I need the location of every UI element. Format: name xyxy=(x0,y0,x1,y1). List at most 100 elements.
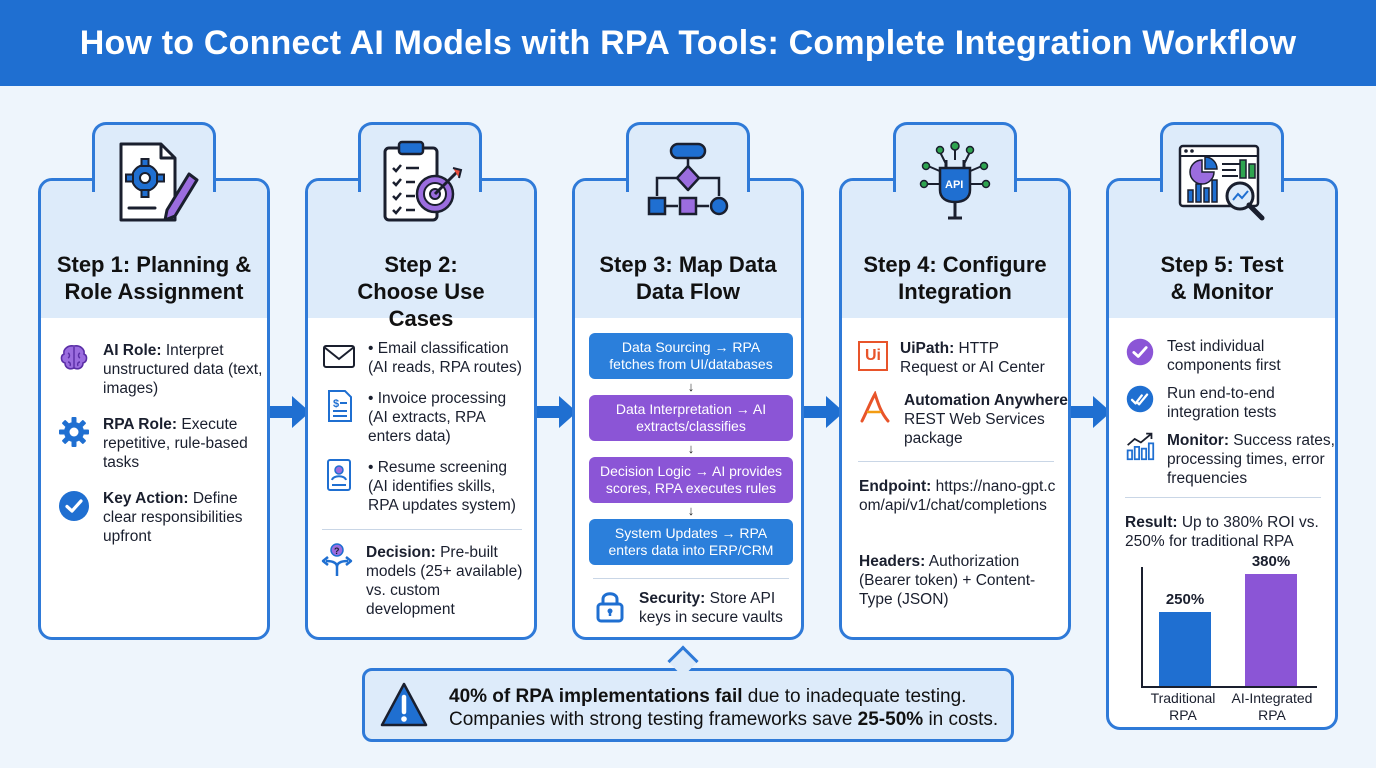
uipath-option: Ui UiPath: HTTP Request or AI Center xyxy=(858,339,1068,377)
flow-system-updates-text: System Updates → RPA enters data into ER… xyxy=(608,525,774,558)
chart-category-label-1: Traditional RPA xyxy=(1150,690,1216,723)
step-3-card: Step 3: Map Data Data Flow Data Sourcing… xyxy=(572,178,804,640)
automation-anywhere-text: REST Web Services package xyxy=(904,411,1045,447)
flow-arrow-3-icon xyxy=(804,396,844,428)
use-case-resume: • Resume screening (AI identifies skills… xyxy=(322,458,532,515)
svg-text:$: $ xyxy=(333,398,339,410)
use-case-email: • Email classification (AI reads, RPA ro… xyxy=(322,339,532,377)
step-2-icon-wrap xyxy=(358,134,482,230)
result-label: Result: xyxy=(1125,514,1178,531)
check-double-icon xyxy=(1126,385,1154,413)
step-2-title: Step 2: Choose Use Cases xyxy=(357,252,485,331)
step-2-divider xyxy=(322,529,522,530)
brain-icon xyxy=(60,345,88,370)
use-case-invoice-text: • Invoice processing (AI extracts, RPA e… xyxy=(368,390,507,445)
uipath-label: UiPath: xyxy=(900,340,955,357)
invoice-icon: $ xyxy=(328,390,352,422)
monitor-label: Monitor: xyxy=(1167,432,1229,449)
security-text: Store API keys in secure vaults xyxy=(639,590,783,626)
bar-trend-icon xyxy=(1126,432,1155,461)
decision-label: Decision: xyxy=(366,544,436,561)
flow-data-sourcing-text: Data Sourcing → RPA fetches from UI/data… xyxy=(609,339,773,372)
callout-line1-rest: due to inadequate testing. xyxy=(742,686,967,707)
check-circle-icon xyxy=(59,491,89,521)
callout-savings-stat: 25-50% xyxy=(857,709,924,730)
warning-triangle-icon xyxy=(380,682,428,727)
document-gear-pencil-icon xyxy=(119,142,199,222)
svg-text:?: ? xyxy=(334,546,340,556)
callout-text: 40% of RPA implementations fail due to i… xyxy=(449,685,998,731)
ai-role-label: AI Role: xyxy=(103,342,162,359)
key-action-label: Key Action: xyxy=(103,490,189,507)
svg-text:API: API xyxy=(945,179,963,191)
dashboard-magnifier-icon xyxy=(1178,144,1265,221)
chart-bar-1 xyxy=(1159,612,1211,686)
page-title: How to Connect AI Models with RPA Tools:… xyxy=(79,23,1297,62)
chart-y-axis xyxy=(1141,567,1143,687)
step-5-title: Step 5: Test & Monitor xyxy=(1160,252,1284,304)
callout-line2-start: Companies with strong testing frameworks… xyxy=(449,709,858,730)
step-4-icon-wrap: API xyxy=(893,134,1017,230)
result-note: Result: Up to 380% ROI vs. 250% for trad… xyxy=(1125,513,1331,551)
chart-x-axis xyxy=(1141,686,1317,688)
run-e2e-tests-text: Run end-to-end integration tests xyxy=(1167,385,1277,421)
step-3-icon-wrap xyxy=(626,134,750,230)
security-note: Security: Store API keys in secure vault… xyxy=(593,589,801,627)
flow-down-arrow-3: ↓ xyxy=(687,503,695,518)
step-1-rpa-role: RPA Role: Execute repetitive, rule-based… xyxy=(57,415,263,472)
monitor-note: Monitor: Success rates, processing times… xyxy=(1125,431,1335,488)
decision-note: ? Decision: Pre-built models (25+ availa… xyxy=(320,543,532,619)
result-text: Up to 380% ROI vs. 250% for traditional … xyxy=(1125,514,1319,550)
use-case-invoice: $ • Invoice processing (AI extracts, RPA… xyxy=(322,389,532,446)
decision-text: Pre-built models (25+ available) vs. cus… xyxy=(366,544,523,618)
use-case-email-text: • Email classification (AI reads, RPA ro… xyxy=(368,340,522,376)
step-3-title: Step 3: Map Data Data Flow xyxy=(599,252,777,304)
automation-anywhere-label: Automation Anywhere: xyxy=(904,392,1071,409)
chart-data-label-1: 250% xyxy=(1165,591,1205,608)
step-1-title: Step 1: Planning & Role Assignment xyxy=(56,252,252,304)
automation-anywhere-logo-icon xyxy=(860,391,890,423)
step-5-divider xyxy=(1125,497,1321,498)
gear-icon xyxy=(59,417,89,447)
flow-system-updates: System Updates → RPA enters data into ER… xyxy=(589,519,793,565)
chart-category-label-2: AI-Integrated RPA xyxy=(1231,690,1313,723)
step-3-divider xyxy=(593,578,789,579)
use-case-resume-text: • Resume screening (AI identifies skills… xyxy=(368,459,516,514)
flow-arrow-4-icon xyxy=(1071,396,1111,428)
uipath-text: HTTP Request or AI Center xyxy=(900,340,1045,376)
flow-decision-logic: Decision Logic → AI provides scores, RPA… xyxy=(589,457,793,503)
step-1-icon-wrap xyxy=(92,134,216,230)
flow-data-sourcing: Data Sourcing → RPA fetches from UI/data… xyxy=(589,333,793,379)
uipath-logo-icon: Ui xyxy=(858,341,888,371)
flow-arrow-1-icon xyxy=(270,396,310,428)
callout-line2-end: in costs. xyxy=(923,709,999,730)
resume-icon xyxy=(327,459,351,491)
key-action-text: Define clear responsibilities upfront xyxy=(103,490,243,545)
endpoint-label: Endpoint: xyxy=(859,478,932,495)
endpoint-note: Endpoint: https://nano-gpt.com/api/v1/ch… xyxy=(859,477,1059,515)
testing-callout: 40% of RPA implementations fail due to i… xyxy=(362,668,1014,742)
flow-decision-logic-text: Decision Logic → AI provides scores, RPA… xyxy=(599,463,783,496)
envelope-icon xyxy=(323,345,355,368)
callout-fail-stat: 40% of RPA implementations fail xyxy=(449,686,743,707)
flow-data-interpretation-text: Data Interpretation → AI extracts/classi… xyxy=(615,401,767,434)
chart-bar-2 xyxy=(1245,574,1297,686)
flow-data-interpretation: Data Interpretation → AI extracts/classi… xyxy=(589,395,793,441)
headers-label: Headers: xyxy=(859,553,926,570)
headers-value: Authorization (Bearer token) + Content-T… xyxy=(859,553,1036,608)
padlock-icon xyxy=(596,592,624,623)
chart-data-label-2: 380% xyxy=(1251,553,1291,570)
security-label: Security: xyxy=(639,590,706,607)
step-4-divider xyxy=(858,461,1054,462)
flow-down-arrow-2: ↓ xyxy=(687,441,695,456)
step-4-title: Step 4: Configure Integration xyxy=(863,252,1047,304)
step-1-card: Step 1: Planning & Role Assignment AI Ro… xyxy=(38,178,270,640)
flow-arrow-2-icon xyxy=(537,396,577,428)
step-1-ai-role: AI Role: Interpret unstructured data (te… xyxy=(57,341,263,398)
run-e2e-tests: Run end-to-end integration tests xyxy=(1125,384,1335,422)
api-plug-icon: API xyxy=(919,141,991,220)
check-circle-purple-icon xyxy=(1126,338,1154,366)
roi-bar-chart: 250% Traditional RPA 380% AI-Integrated RPA xyxy=(1109,553,1335,727)
automation-anywhere-option: Automation Anywhere: REST Web Services p… xyxy=(858,391,1071,448)
test-components-text: Test individual components first xyxy=(1167,338,1281,374)
